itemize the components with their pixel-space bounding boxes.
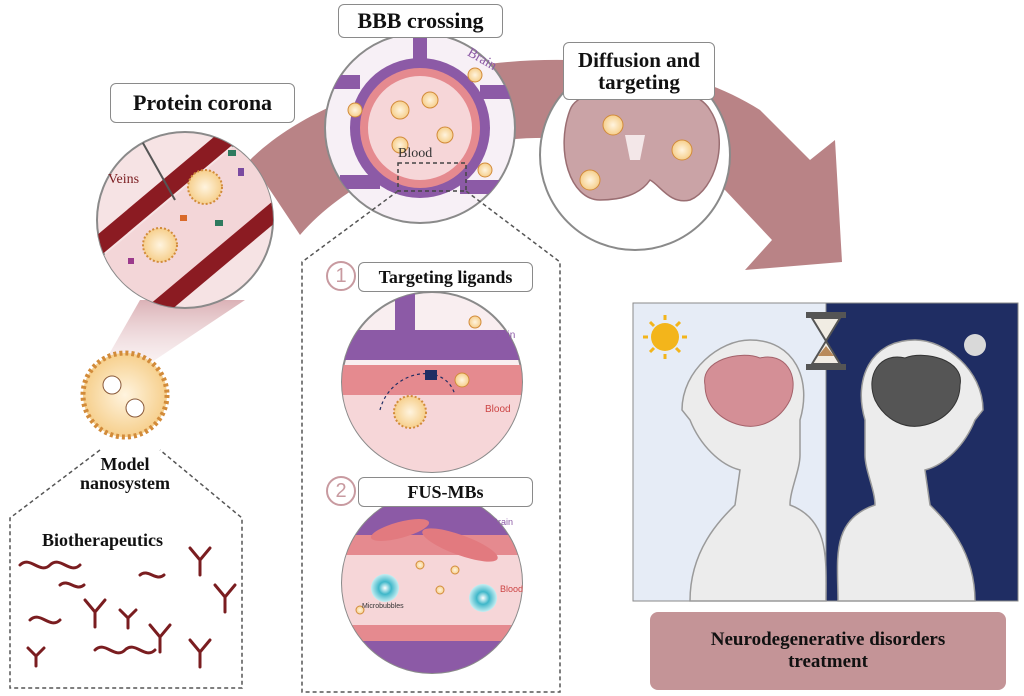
- bbb-panel: [324, 32, 516, 224]
- diffusion-line-2: targeting: [598, 70, 680, 94]
- brain-section-panel: [539, 59, 731, 251]
- mechanism-fus-mbs-panel: [341, 492, 523, 674]
- stage-label-protein-corona: Protein corona: [110, 83, 295, 123]
- stage-label-diffusion-targeting: Diffusion and targeting: [563, 42, 715, 100]
- microbubbles-label: Microbubbles: [362, 603, 404, 610]
- stage-label-bbb-crossing: BBB crossing: [338, 4, 503, 38]
- biotherapeutics-molecules: [18, 546, 237, 669]
- treatment-box: Neurodegenerative disorders treatment: [650, 612, 1006, 690]
- day-head: [681, 339, 827, 602]
- mechanism-number-2: 2: [326, 476, 356, 506]
- model-nanosystem: [80, 350, 170, 440]
- mech2-brain-label: Brain: [492, 517, 514, 527]
- day-night-panel: [632, 302, 1019, 602]
- mechanism-title-targeting-ligands: Targeting ligands: [358, 262, 533, 292]
- blood-label: Blood: [398, 146, 433, 161]
- mechanism-targeting-ligands-panel: [341, 291, 523, 473]
- moon-icon: [964, 334, 986, 356]
- treatment-line-2: treatment: [788, 651, 868, 672]
- biotherapeutics-zoom-outline: [9, 449, 243, 689]
- mechanism-title-fus-mbs: FUS-MBs: [358, 477, 533, 507]
- vein-panel: [96, 131, 274, 309]
- mech1-blood-label: Blood: [485, 404, 511, 415]
- zoom-cone: [100, 300, 245, 370]
- mech1-brain-label: Brain: [492, 330, 516, 341]
- biotherapeutics-label: Biotherapeutics: [42, 530, 163, 550]
- model-line-2: nanosystem: [79, 472, 170, 493]
- mechanism-number-1: 1: [326, 261, 356, 291]
- night-head: [836, 339, 984, 602]
- model-line-1: Model: [100, 454, 150, 474]
- veins-label: Veins: [108, 172, 140, 187]
- treatment-line-1: Neurodegenerative disorders: [710, 629, 946, 651]
- model-nanosystem-label: Model nanosystem: [70, 455, 180, 493]
- hourglass-icon: [806, 312, 846, 370]
- sun-icon: [643, 315, 687, 359]
- diffusion-line-1: Diffusion and: [578, 47, 700, 72]
- mech2-blood-label: Blood: [500, 584, 524, 594]
- mechanism-zoom-outline: [301, 190, 561, 693]
